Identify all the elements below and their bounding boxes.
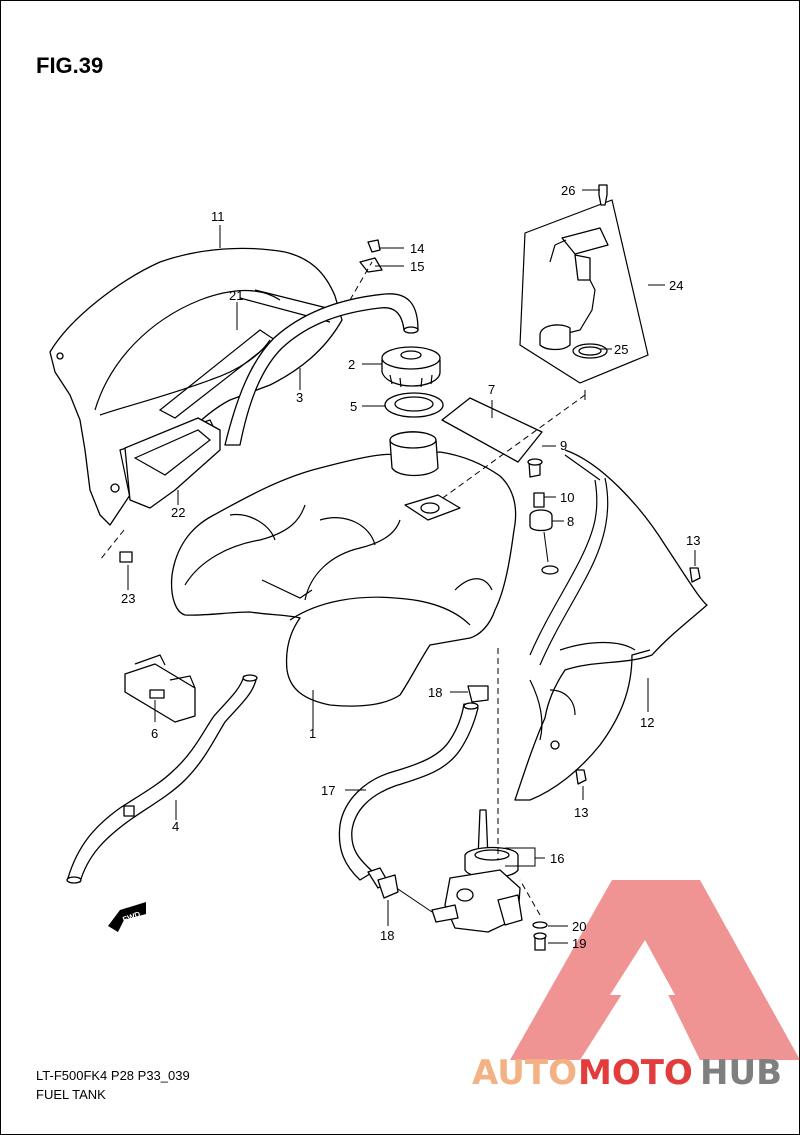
callout-22: 22	[171, 505, 185, 520]
part-1-fuel-tank	[170, 431, 517, 707]
callout-16: 16	[550, 851, 564, 866]
callout-13-upper: 13	[686, 533, 700, 548]
callout-2: 2	[348, 357, 355, 372]
callout-26: 26	[561, 183, 575, 198]
forward-arrow-icon: FWD	[108, 902, 146, 932]
callout-1: 1	[309, 726, 316, 741]
callout-15: 15	[410, 259, 424, 274]
part-13-grommet-lower	[575, 769, 587, 785]
figure-title: FIG.39	[36, 53, 103, 78]
watermark-logo	[510, 880, 800, 1060]
callout-4: 4	[172, 819, 179, 834]
part-17-fuel-hose	[338, 702, 479, 889]
callout-18-lower: 18	[380, 928, 394, 943]
part-4-hose	[66, 674, 258, 884]
part-14-screw	[367, 239, 381, 253]
callout-24: 24	[669, 278, 683, 293]
callout-17: 17	[321, 783, 335, 798]
part-7-pad	[441, 397, 543, 463]
model-code: LT-F500FK4 P28 P33_039	[36, 1068, 190, 1083]
part-6-clamp	[124, 654, 196, 723]
callout-3: 3	[296, 390, 303, 405]
part-18-clip-upper	[467, 685, 489, 703]
part-24-fuel-level-sender	[519, 184, 649, 400]
svg-text:AUTO: AUTO	[472, 1053, 577, 1093]
part-5-cap-gasket	[384, 392, 444, 418]
callout-5: 5	[350, 399, 357, 414]
callout-12: 12	[640, 715, 654, 730]
callout-7: 7	[488, 382, 495, 397]
watermark-text: AUTO MOTO HUB	[472, 1053, 782, 1093]
callout-21: 21	[229, 288, 243, 303]
part-12-right-cover	[514, 449, 708, 801]
group-name: FUEL TANK	[36, 1087, 106, 1102]
callout-14: 14	[410, 241, 424, 256]
callout-20: 20	[572, 919, 586, 934]
fuel-cock-assembly	[377, 809, 548, 951]
callout-18-upper: 18	[428, 685, 442, 700]
callout-23: 23	[121, 591, 135, 606]
part-23-bolt	[119, 551, 133, 563]
callout-9: 9	[560, 438, 567, 453]
callout-8: 8	[567, 514, 574, 529]
callout-25: 25	[614, 342, 628, 357]
part-15-clip	[359, 257, 383, 273]
svg-text:HUB: HUB	[700, 1053, 782, 1093]
callout-10: 10	[560, 490, 574, 505]
part-13-grommet-upper	[689, 567, 701, 583]
callout-19: 19	[572, 936, 586, 951]
part-8-9-10-mount	[527, 458, 559, 575]
callout-11: 11	[211, 209, 225, 224]
part-3-breather-hose	[224, 293, 419, 446]
callout-13-lower: 13	[574, 805, 588, 820]
callout-6: 6	[151, 726, 158, 741]
svg-text:MOTO: MOTO	[578, 1053, 693, 1093]
part-2-fuel-cap	[381, 346, 441, 388]
part-22-bracket	[124, 417, 221, 509]
